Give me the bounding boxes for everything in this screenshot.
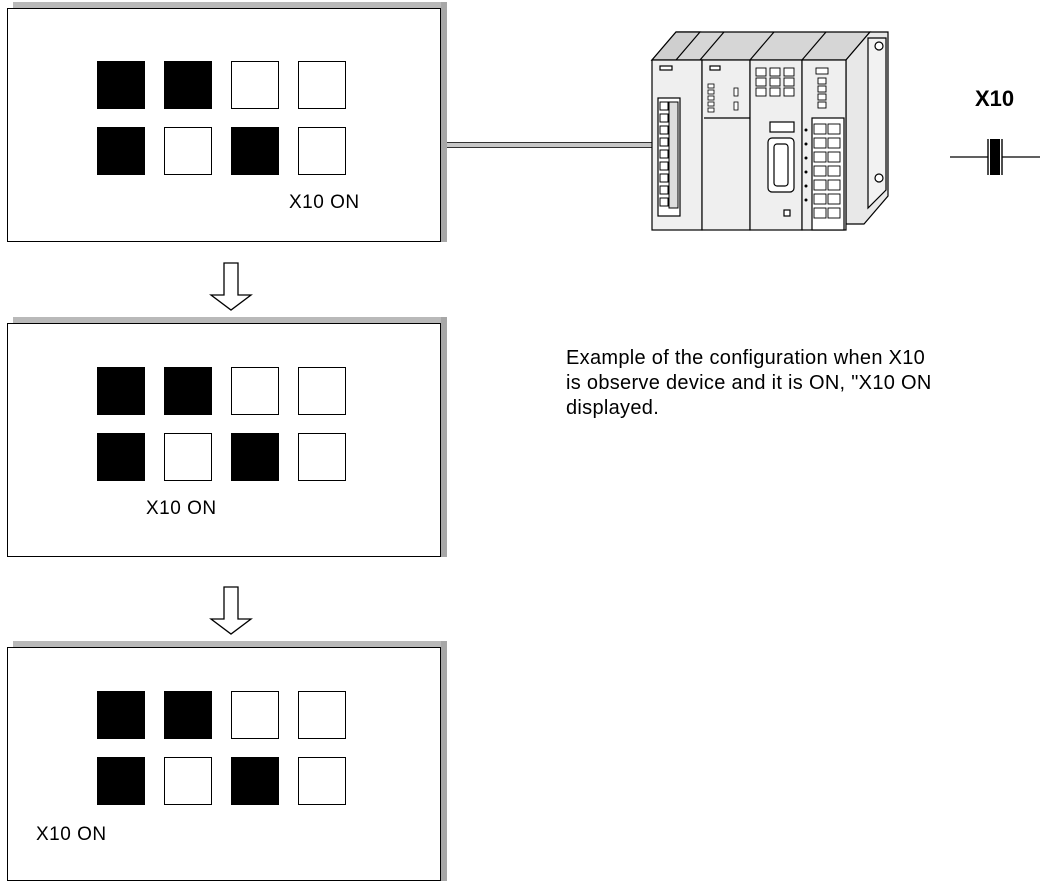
down-arrow-icon: [209, 262, 253, 311]
lamp-off: [231, 61, 279, 109]
lamp-grid: [97, 61, 346, 175]
lamp-on: [97, 691, 145, 739]
screen-face: X10 ON: [7, 8, 441, 242]
lamp-off: [231, 367, 279, 415]
lamp-off: [298, 757, 346, 805]
status-label: X10 ON: [146, 498, 217, 519]
lamp-on: [231, 757, 279, 805]
lamp-on: [97, 757, 145, 805]
panel-shadow-top: [13, 317, 447, 323]
screen-panel-1: X10 ON: [7, 2, 447, 242]
lamp-off: [231, 691, 279, 739]
lamp-off: [164, 757, 212, 805]
lamp-off: [164, 433, 212, 481]
lamp-off: [298, 367, 346, 415]
device-label: X10: [975, 86, 1015, 111]
lamp-on: [97, 127, 145, 175]
lamp-off: [298, 691, 346, 739]
lamp-off: [164, 127, 212, 175]
screen-face: X10 ON: [7, 647, 441, 881]
lamp-off: [298, 61, 346, 109]
ladder-contact-icon: [950, 139, 1040, 175]
lamp-grid: [97, 367, 346, 481]
description-text: Example of the configuration when X10 is…: [566, 347, 932, 419]
lamp-off: [298, 433, 346, 481]
panel-shadow-top: [13, 641, 447, 647]
screen-panel-3: X10 ON: [7, 641, 447, 881]
status-label: X10 ON: [36, 824, 107, 845]
lamp-on: [97, 61, 145, 109]
lamp-off: [298, 127, 346, 175]
lamp-on: [231, 433, 279, 481]
lamp-on: [164, 61, 212, 109]
plc-unit-icon: [650, 31, 889, 231]
lamp-on: [164, 691, 212, 739]
screen-panel-2: X10 ON: [7, 317, 447, 557]
lamp-on: [231, 127, 279, 175]
lamp-grid: [97, 691, 346, 805]
status-label: X10 ON: [289, 192, 360, 213]
panel-shadow-right: [441, 2, 447, 242]
panel-shadow-right: [441, 317, 447, 557]
lamp-on: [97, 367, 145, 415]
panel-shadow-right: [441, 641, 447, 881]
down-arrow-icon: [209, 586, 253, 635]
screen-face: X10 ON: [7, 323, 441, 557]
lamp-on: [97, 433, 145, 481]
connection-cable: [447, 142, 655, 148]
panel-shadow-top: [13, 2, 447, 8]
lamp-on: [164, 367, 212, 415]
